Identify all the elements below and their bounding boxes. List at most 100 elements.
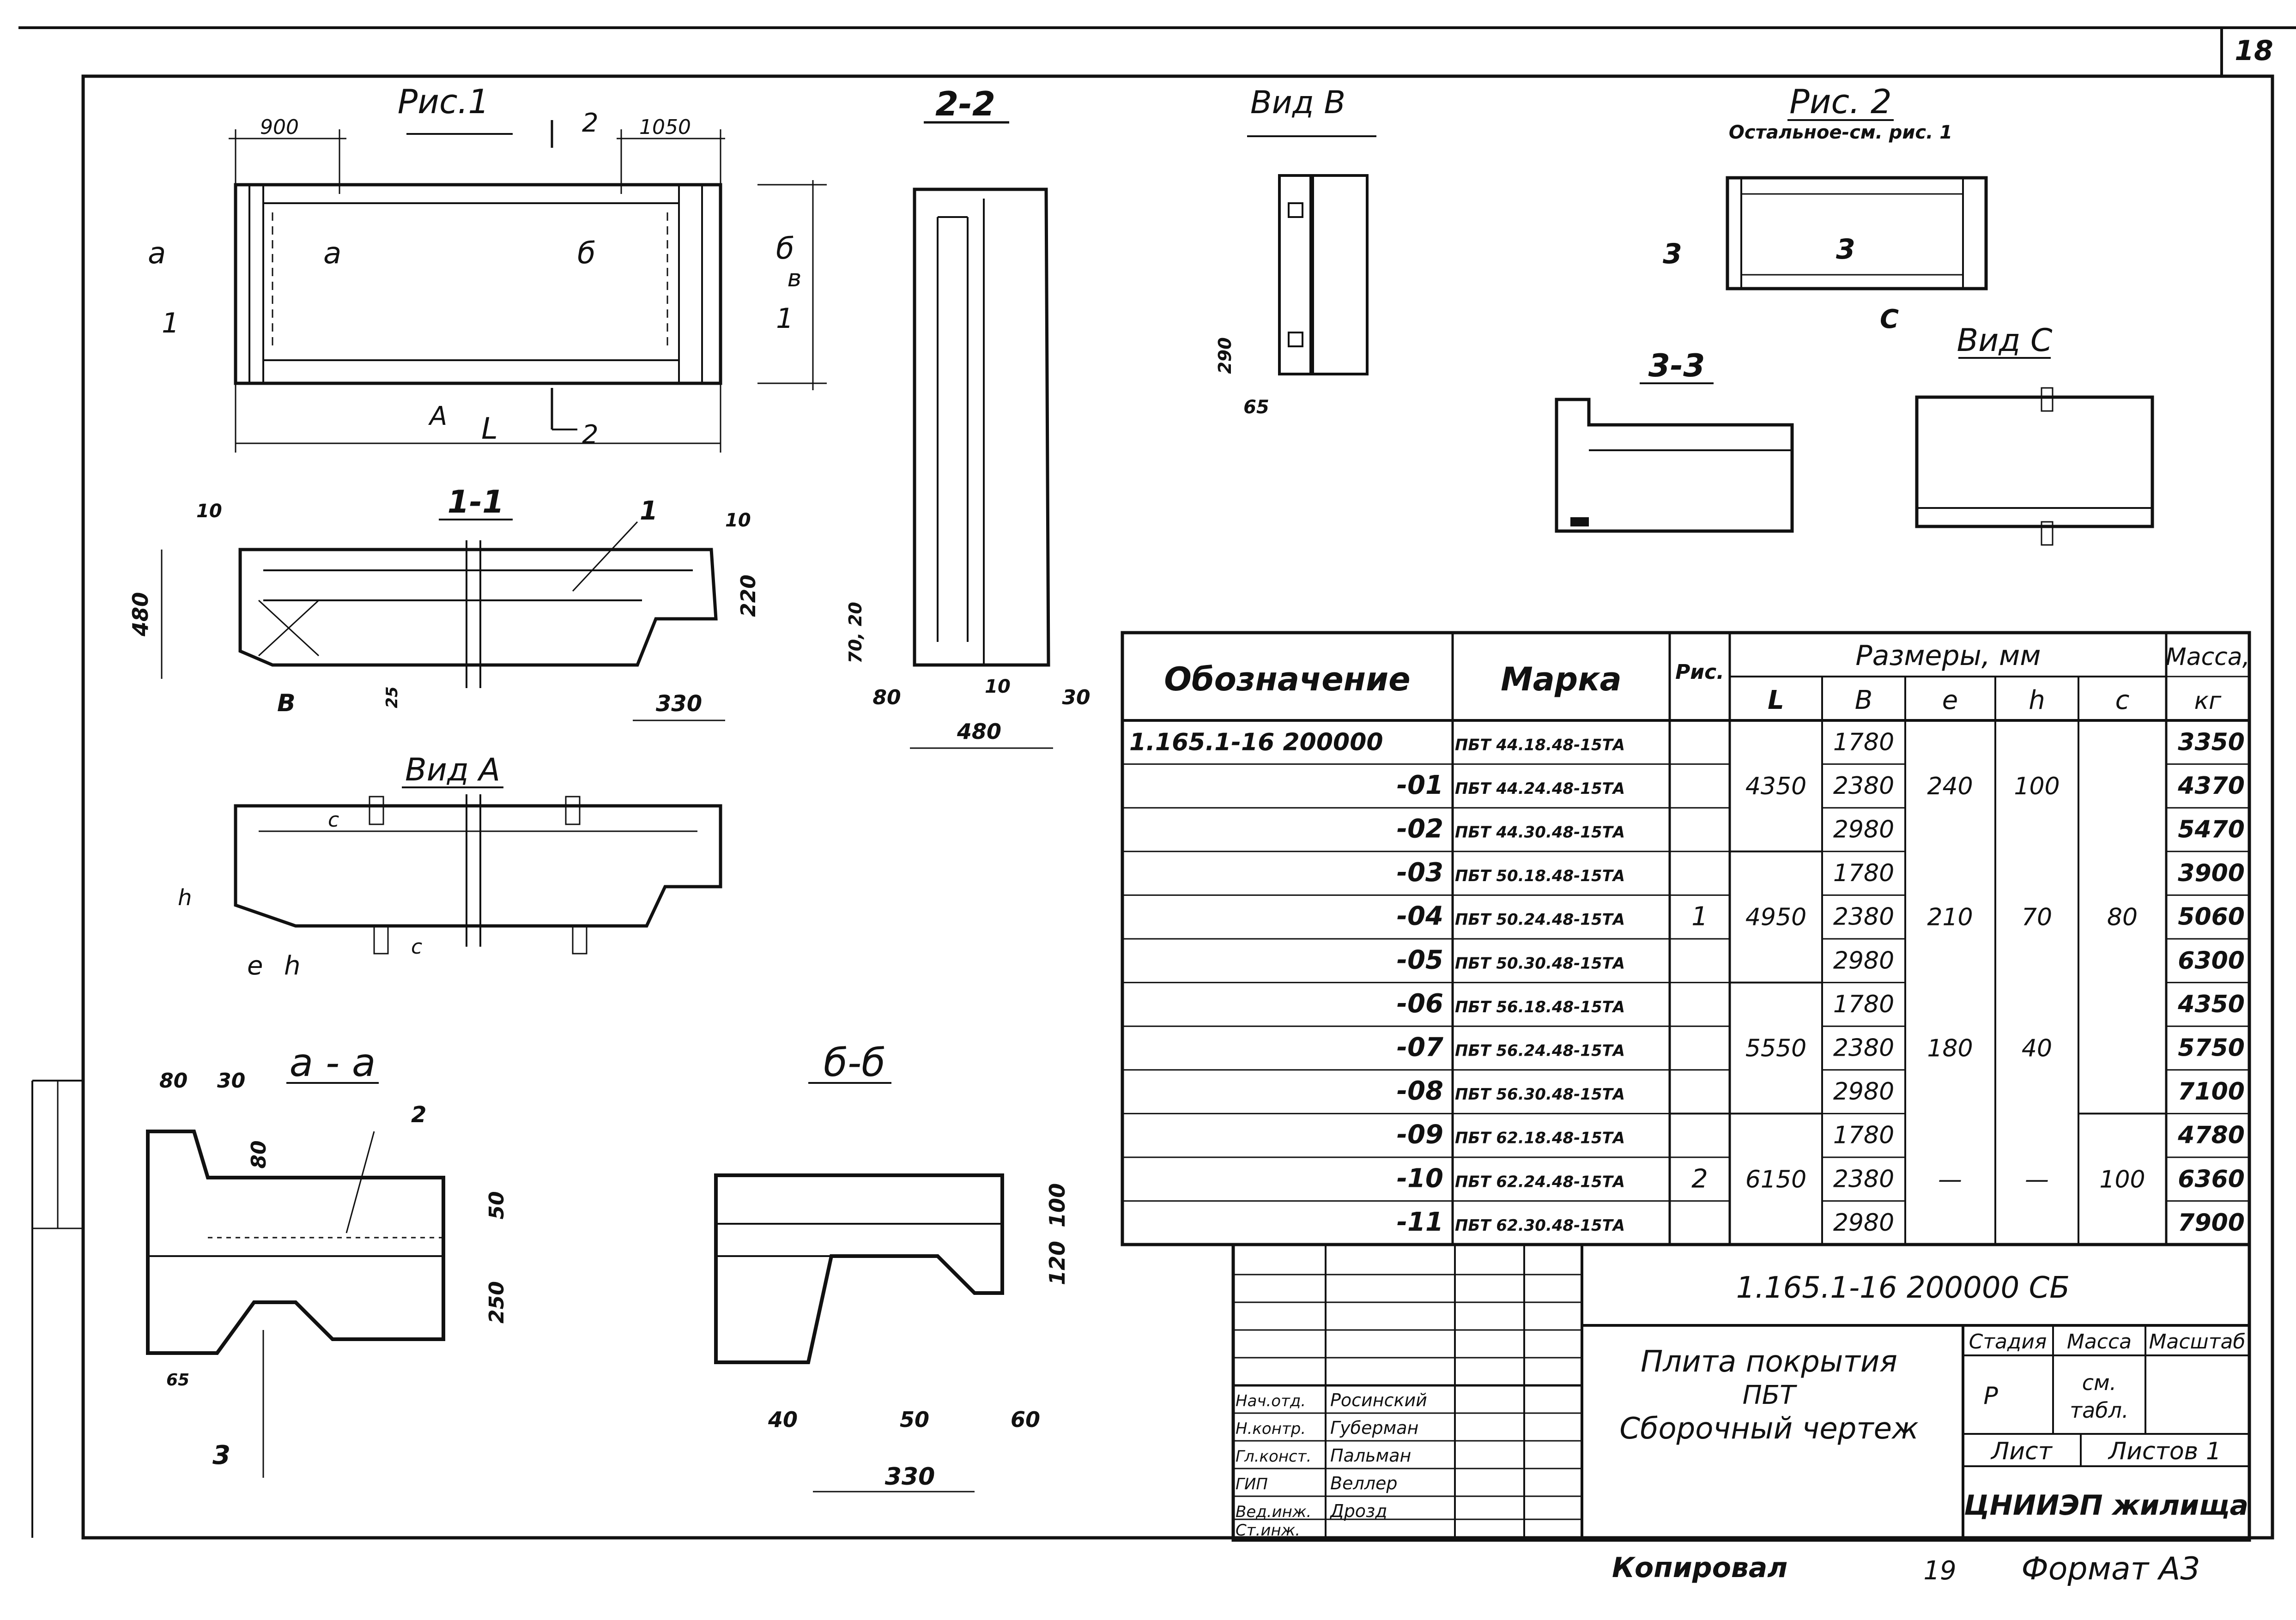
tb-sheet-label: Лист [1990,1438,2053,1465]
tb-code: 1.165.1-16 200000 СБ [1736,1271,2070,1305]
cell-e: 210 [1927,904,1973,931]
fig1-dim-900: 900 [260,115,299,139]
tb-title-3: Сборочный чертеж [1619,1412,1919,1446]
sec11-mark-B: B [277,689,296,717]
cell-designation: -11 [1397,1207,1443,1237]
signature-name: Дрозд [1329,1501,1387,1521]
cell-fig-1: 1 [1691,902,1708,932]
th-mass-unit: кг [2194,687,2222,715]
section-1-1: 1-1 1 10 10 480 220 25 330 B [128,484,760,721]
tb-mass-value-2: табл. [2070,1398,2128,1423]
signature-row: Н.контр.Губерман [1236,1418,1418,1438]
secaa-dim-250: 250 [485,1281,509,1324]
th-mark: Марка [1501,660,1622,698]
cell-mass: 4350 [2177,991,2245,1018]
cell-B: 2380 [1833,772,1894,800]
signature-role: Нач.отд. [1236,1392,1306,1410]
cell-mark: ПБТ 44.18.48-15ТА [1455,736,1625,754]
view-b: Вид В 290 65 [1215,85,1376,418]
secbb-dim-100: 100 [1045,1183,1070,1227]
cell-designation: -10 [1397,1163,1443,1193]
cell-mass: 6360 [2178,1165,2245,1193]
signature-row: Гл.конст.Пальман [1236,1445,1411,1466]
spec-table: Обозначение Марка Рис. Размеры, мм L В е… [1121,631,2251,1246]
secbb-dim-120: 120 [1045,1241,1070,1285]
cell-mark: ПБТ 44.24.48-15ТА [1455,780,1625,798]
fig1-dim-b: в [788,265,802,292]
cell-L: 4350 [1745,773,1806,800]
sheet-frame [18,26,2296,1540]
signature-row: Нач.отд.Росинский [1236,1390,1427,1410]
fig1-mark-a-right: а [323,236,341,271]
th-B: В [1855,685,1872,715]
th-L: L [1768,685,1784,715]
cell-designation: -03 [1397,858,1443,888]
sec22-dim-70-20: 70, 20 [845,602,866,663]
secaa-leader-3: 3 [212,1440,230,1470]
cell-mark: ПБТ 50.18.48-15ТА [1455,867,1625,885]
cell-B: 1780 [1833,1122,1894,1149]
signature-role: Вед.инж. [1236,1503,1311,1521]
cell-mass: 5750 [2178,1034,2245,1062]
tb-sheets-label: Листов 1 [2108,1438,2221,1465]
cell-B: 2980 [1833,1209,1894,1237]
secbb-dim-330: 330 [885,1463,935,1491]
cell-mark: ПБТ 56.30.48-15ТА [1455,1085,1625,1104]
cell-mark: ПБТ 44.30.48-15ТА [1455,823,1625,842]
fig1-mark-2-top: 2 [582,108,599,138]
tb-org: ЦНИИЭП жилища [1964,1489,2248,1522]
fig1-dim-L: L [481,412,498,446]
viewa-dim-h-bottom: h [284,951,301,981]
cell-fig-2: 2 [1691,1164,1708,1194]
fig1-dim-1050: 1050 [639,115,691,139]
title-block: Нач.отд.РосинскийН.контр.ГуберманГл.конс… [1231,1243,2251,1542]
cell-designation: -05 [1397,945,1443,975]
cell-designation: -08 [1397,1076,1443,1106]
section-b-b: б-б 100 120 40 50 60 330 [714,1040,1070,1493]
cell-mass: 3350 [2178,728,2245,756]
footer-copied: Копировал [1612,1552,1787,1584]
tb-stage-value: Р [1983,1382,1998,1410]
tb-scale-label: Масштаб [2149,1330,2245,1354]
view-a: Вид А c h e h c [178,752,722,981]
viewb-dim-65: 65 [1243,397,1269,418]
sec11-dim-10-right: 10 [725,510,751,531]
th-fig: Рис. [1675,660,1724,684]
tb-title-1: Плита покрытия [1641,1345,1897,1379]
viewa-dim-c-top: c [328,808,339,832]
viewa-title: Вид А [405,752,500,788]
cell-B: 1780 [1833,728,1894,756]
secaa-dim-80-side: 80 [247,1140,271,1168]
cell-c-2: 100 [2099,1166,2145,1193]
fig1-mark-b-left: б [577,236,595,271]
cell-designation: -02 [1397,814,1443,844]
cell-mass: 5470 [2178,816,2245,844]
secaa-dim-30: 30 [217,1069,245,1093]
cell-mark: ПБТ 50.24.48-15ТА [1455,911,1625,929]
signature-role: Ст.инж. [1236,1521,1300,1540]
cell-e: 240 [1927,773,1973,800]
cell-L: 5550 [1745,1035,1806,1063]
secaa-dim-80-top: 80 [159,1069,188,1093]
signature-role: Н.контр. [1236,1420,1306,1438]
cell-mass: 7100 [2178,1078,2245,1106]
fig2-plan: Рис. 2 Остальное-см. рис. 1 3 3 C [1663,82,1988,334]
fig2-mark-C: C [1880,304,1899,334]
tb-mass-value-1: см. [2082,1370,2117,1395]
cell-mass: 6300 [2178,947,2245,974]
secbb-dim-50: 50 [900,1407,929,1432]
viewc-title: Вид С [1957,322,2053,359]
cell-B: 2380 [1833,1034,1894,1062]
sec11-dim-330: 330 [656,691,702,717]
footer: Копировал 19 Формат А3 [1612,1551,2200,1587]
sec11-dim-10-left: 10 [196,501,222,522]
fig1-mark-A: A [428,401,447,431]
signature-role: Гл.конст. [1236,1447,1311,1466]
